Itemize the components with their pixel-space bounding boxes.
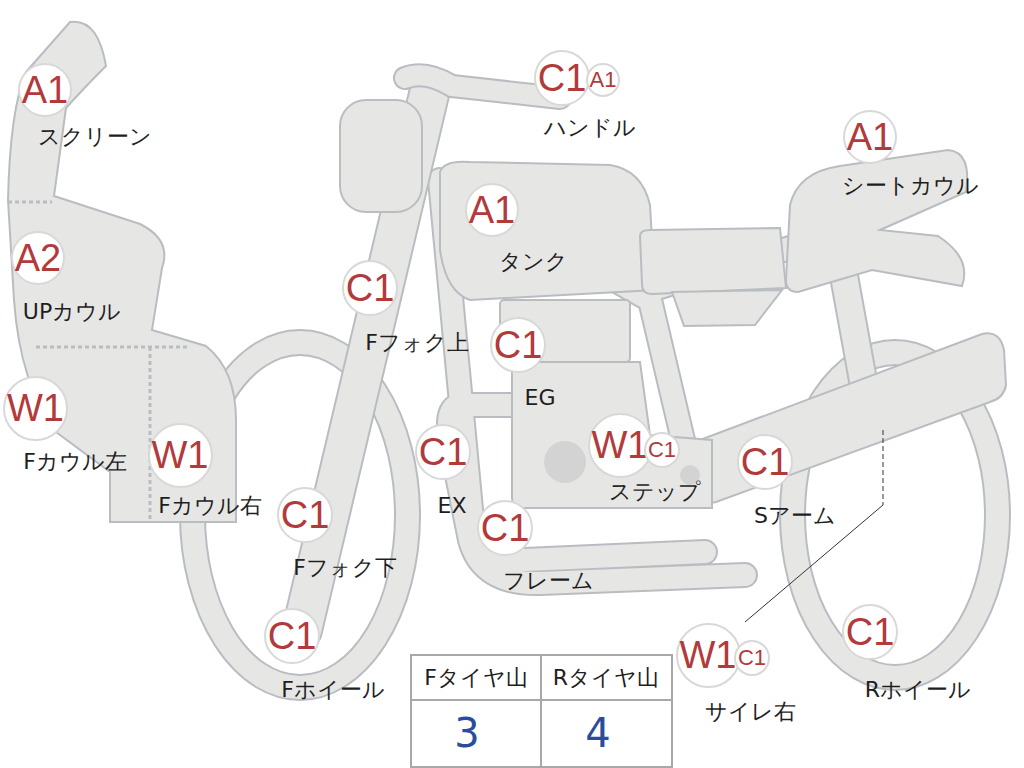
callout-code: C1 xyxy=(346,269,395,307)
headlight xyxy=(340,100,422,212)
front-cowl xyxy=(8,22,236,522)
part-name: EG xyxy=(525,386,556,410)
seat-cowl xyxy=(786,150,967,292)
part-name: Fカウル左 xyxy=(23,450,127,474)
table-header: Fタイヤ山 xyxy=(424,666,528,690)
part-name: Fカウル右 xyxy=(158,494,262,518)
part-name: フレーム xyxy=(503,569,594,593)
wheel xyxy=(180,330,1010,700)
callout-code: C1 xyxy=(846,613,895,651)
callout-circle: C1 xyxy=(734,640,770,676)
part-name: Fホイール xyxy=(281,678,385,702)
callout-circle: W1 xyxy=(588,413,653,478)
callout-circle: C1 xyxy=(342,260,399,317)
callout-circle: C1 xyxy=(737,434,794,491)
callout-code: C1 xyxy=(738,647,766,669)
swing-arm xyxy=(700,333,1006,502)
callout-code: C1 xyxy=(538,59,587,97)
table-value: 3 xyxy=(454,711,479,755)
callout-circle: W1 xyxy=(148,423,213,488)
callout-code: C1 xyxy=(268,617,317,655)
part-name: Fフォク下 xyxy=(293,556,397,580)
part-name: EX xyxy=(438,494,467,518)
leader-line xyxy=(883,430,884,505)
swing-arm xyxy=(700,333,1006,502)
callout-circle: A1 xyxy=(843,110,897,164)
callout-circle: A1 xyxy=(465,183,519,237)
callout-code: W1 xyxy=(7,389,64,427)
tank xyxy=(440,162,655,300)
callout-circle: C1 xyxy=(477,500,534,557)
engine xyxy=(544,441,586,483)
front-fork xyxy=(302,90,430,630)
callout-circle: C1 xyxy=(490,317,547,374)
front-fork xyxy=(302,90,430,630)
seat xyxy=(640,228,786,294)
callout-circle: C1 xyxy=(277,487,334,544)
callout-circle: W1 xyxy=(3,376,68,441)
callout-code: A1 xyxy=(469,191,515,229)
tread-table xyxy=(411,655,672,767)
engine xyxy=(512,362,712,508)
front-cowl xyxy=(8,22,236,522)
part-name: シートカウル xyxy=(842,174,979,198)
seat xyxy=(672,290,782,326)
callout-circle: C1 xyxy=(842,604,899,661)
callout-circle: A1 xyxy=(586,63,621,98)
part-name: スクリーン xyxy=(38,125,152,149)
callout-circle: A1 xyxy=(18,63,72,117)
part-name: Rホイール xyxy=(865,678,971,702)
callout-code: C1 xyxy=(281,496,330,534)
table-value: 4 xyxy=(585,711,610,755)
callout-circle: W1 xyxy=(676,623,741,688)
part-name: ステップ xyxy=(609,480,701,504)
seat xyxy=(640,228,786,326)
callout-code: A2 xyxy=(15,239,61,277)
part-name: タンク xyxy=(499,250,568,274)
callout-code: W1 xyxy=(592,426,649,464)
front-fork xyxy=(302,75,560,630)
part-name: サイレ右 xyxy=(705,700,796,724)
part-name: ハンドル xyxy=(544,116,636,140)
part-name: UPカウル xyxy=(23,300,121,324)
callout-code: C1 xyxy=(419,433,468,471)
callout-code: A1 xyxy=(590,69,617,91)
callout-code: C1 xyxy=(741,443,790,481)
part-name: Fフォク上 xyxy=(365,331,469,355)
callout-circle: C1 xyxy=(264,608,321,665)
headlight xyxy=(340,100,422,212)
callout-code: W1 xyxy=(680,636,737,674)
callout-circle: C1 xyxy=(534,50,591,107)
table-header: Rタイヤ山 xyxy=(553,666,659,690)
callout-code: A1 xyxy=(22,71,68,109)
callout-code: C1 xyxy=(481,509,530,547)
tread-table xyxy=(411,655,672,767)
seat-cowl xyxy=(786,150,967,292)
callout-circle: A2 xyxy=(11,231,65,285)
part-name: Sアーム xyxy=(754,504,836,528)
callout-code: C1 xyxy=(494,326,543,364)
tread-table xyxy=(411,655,672,767)
callout-circle: C1 xyxy=(644,432,680,468)
tank xyxy=(440,162,655,300)
callout-code: C1 xyxy=(648,439,676,461)
callout-code: A1 xyxy=(847,118,893,156)
callout-code: W1 xyxy=(152,436,209,474)
callout-circle: C1 xyxy=(415,424,472,481)
